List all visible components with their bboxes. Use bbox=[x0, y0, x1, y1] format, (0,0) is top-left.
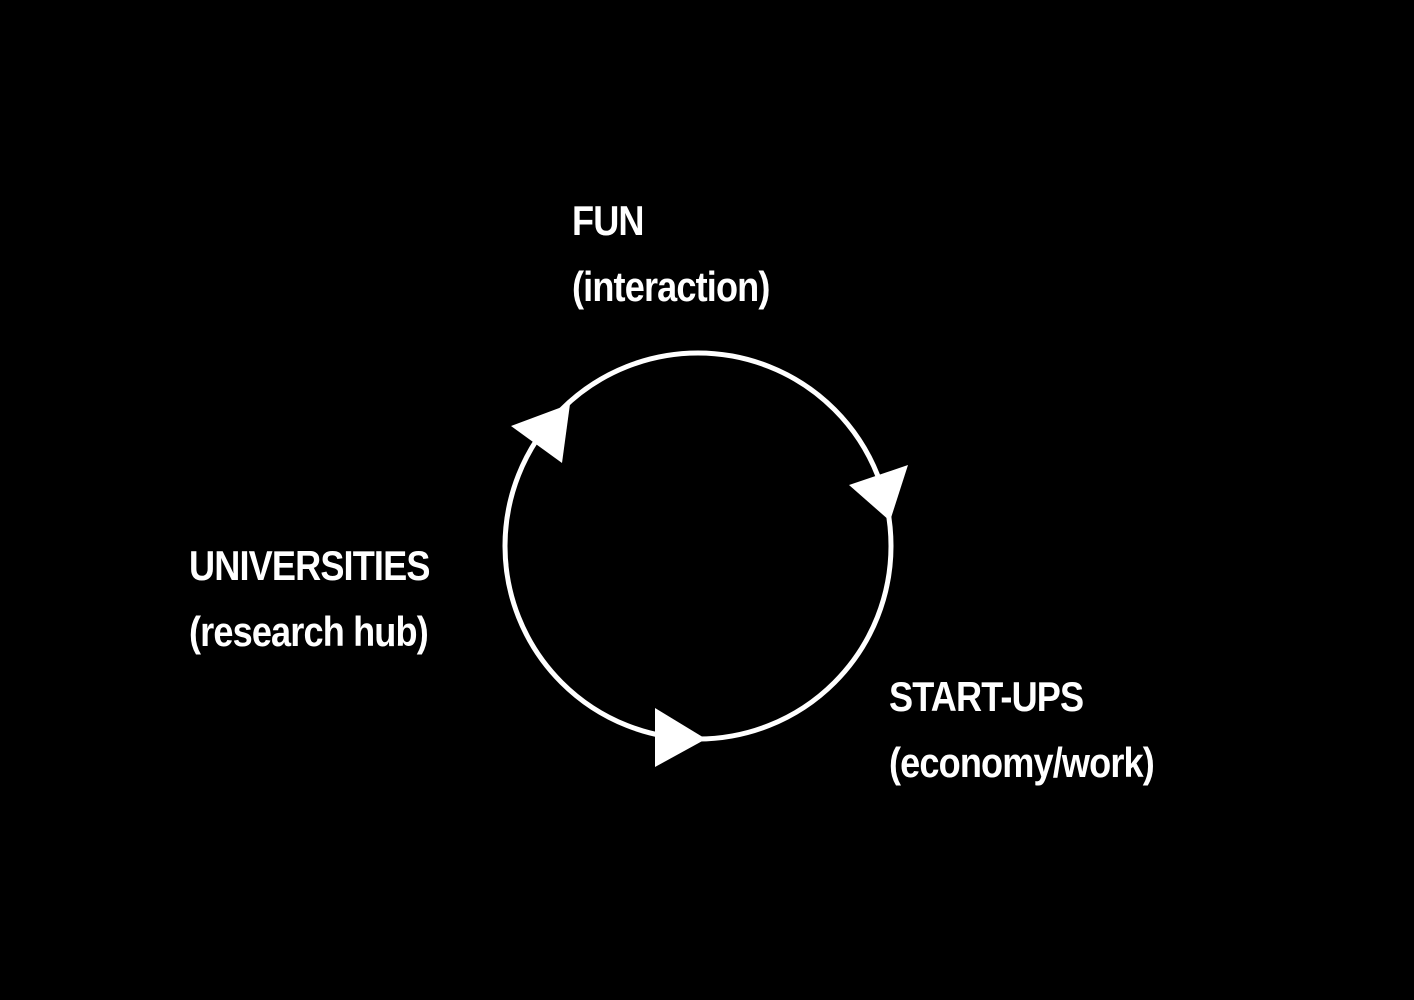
node-startups-subtitle: (economy/work) bbox=[889, 739, 1155, 786]
node-fun-title: FUN bbox=[572, 197, 645, 244]
cycle-arrow-to-universities bbox=[655, 708, 706, 767]
cycle-arrow-to-startups bbox=[849, 465, 908, 521]
node-universities-subtitle: (research hub) bbox=[189, 608, 429, 655]
node-startups: START-UPS (economy/work) bbox=[889, 664, 1155, 796]
node-startups-title: START-UPS bbox=[889, 673, 1084, 720]
cycle-arrow-to-fun bbox=[511, 404, 570, 463]
node-fun-subtitle: (interaction) bbox=[572, 263, 770, 310]
node-universities-title: UNIVERSITIES bbox=[189, 542, 430, 589]
node-fun: FUN (interaction) bbox=[572, 188, 770, 320]
node-universities: UNIVERSITIES (research hub) bbox=[189, 533, 430, 665]
